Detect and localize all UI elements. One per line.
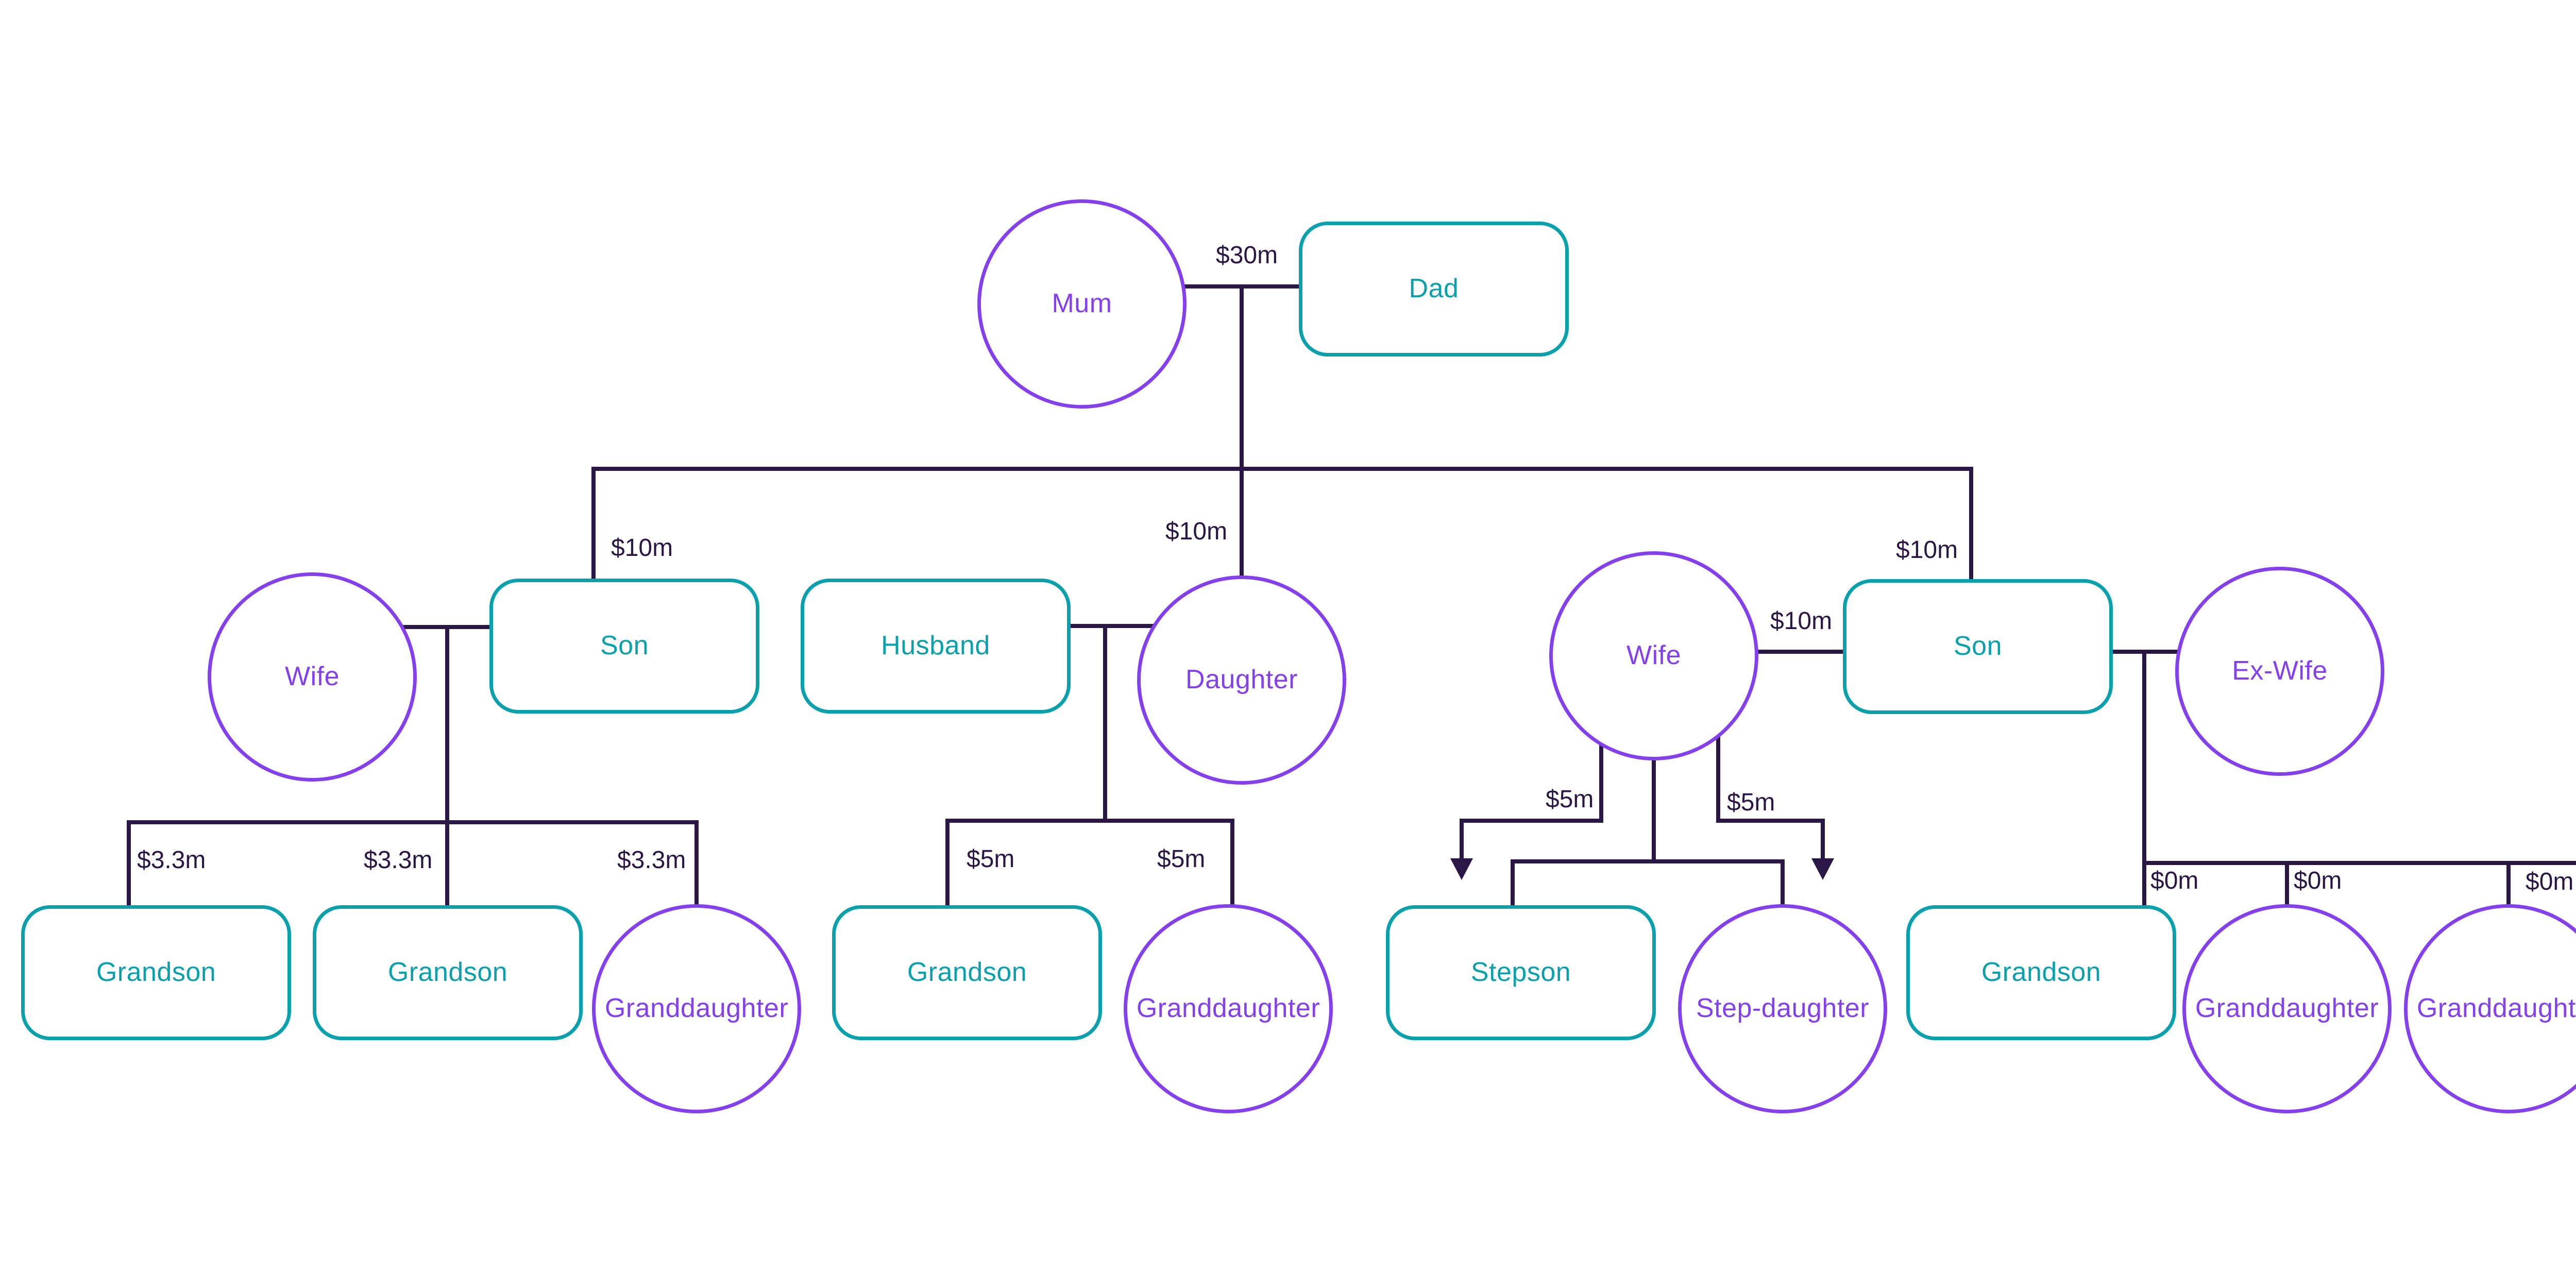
node-stepdaughter: Step-daughter	[1678, 904, 1887, 1113]
stepson-arrow-down-icon	[1450, 858, 1473, 880]
edge-sibling-rail	[591, 467, 1973, 581]
amount-stepson-gift: $5m	[1546, 786, 1594, 813]
node-dad-label: Dad	[1409, 274, 1459, 304]
node-grandson-r1-label: Grandson	[1981, 957, 2102, 988]
amount-left-grandchild-1: $3.3m	[137, 846, 206, 874]
edge-stepdaughter-gift	[1716, 721, 1825, 860]
node-granddaughter-l-label: Granddaughter	[604, 993, 789, 1024]
node-ex-wife-label: Ex-Wife	[2232, 656, 2328, 686]
amount-estate: $30m	[1216, 242, 1278, 269]
edge-left-children	[127, 627, 699, 907]
stepdaughter-arrow-down-icon	[1811, 858, 1834, 880]
edge-stepson-gift	[1460, 721, 1603, 860]
edge-right-children	[2142, 652, 2576, 907]
node-dad: Dad	[1299, 222, 1569, 357]
node-granddaughter-r2: Granddaughter	[2404, 904, 2576, 1113]
node-grandson-l1-label: Grandson	[96, 957, 216, 988]
node-daughter: Daughter	[1137, 575, 1346, 785]
node-son-right: Son	[1843, 579, 2113, 714]
amount-right-grandchild-3: $0m	[2526, 868, 2574, 895]
amount-son-left-share: $10m	[611, 534, 673, 562]
node-granddaughter-m-label: Granddaughter	[1136, 993, 1320, 1024]
node-husband: Husband	[801, 579, 1071, 714]
node-daughter-label: Daughter	[1185, 665, 1298, 695]
node-wife-right: Wife	[1549, 551, 1758, 760]
amount-left-grandchild-3: $3.3m	[617, 846, 686, 874]
node-granddaughter-r2-label: Granddaughter	[2416, 993, 2576, 1024]
node-wife-right-label: Wife	[1626, 640, 1681, 671]
node-granddaughter-m: Granddaughter	[1124, 904, 1333, 1113]
node-grandson-m-label: Grandson	[907, 957, 1027, 988]
node-granddaughter-r1: Granddaughter	[2182, 904, 2392, 1113]
node-stepdaughter-label: Step-daughter	[1696, 993, 1870, 1024]
amount-right-grandchild-1: $0m	[2150, 867, 2199, 894]
node-stepson: Stepson	[1386, 905, 1656, 1040]
node-ex-wife: Ex-Wife	[2175, 567, 2384, 776]
node-son-right-label: Son	[1953, 631, 2003, 662]
amount-son-right-share: $10m	[1896, 536, 1958, 564]
node-mum-label: Mum	[1052, 289, 1112, 319]
amount-mid-grandchild-1: $5m	[967, 845, 1015, 873]
node-son-left: Son	[489, 579, 759, 714]
edge-middle-children	[945, 626, 1234, 907]
amount-right-grandchild-2: $0m	[2294, 867, 2342, 894]
node-son-left-label: Son	[600, 631, 649, 661]
node-wife-left: Wife	[208, 572, 417, 782]
node-stepson-label: Stepson	[1470, 957, 1571, 988]
node-grandson-m: Grandson	[832, 905, 1102, 1040]
amount-wife-right-gift: $10m	[1770, 607, 1833, 635]
node-granddaughter-r1-label: Granddaughter	[2195, 993, 2379, 1024]
amount-left-grandchild-2: $3.3m	[364, 846, 433, 874]
node-husband-label: Husband	[881, 631, 990, 661]
amount-stepdaughter-gift: $5m	[1727, 789, 1775, 816]
node-grandson-r1: Grandson	[1906, 905, 2176, 1040]
node-grandson-l2: Grandson	[313, 905, 583, 1040]
amount-daughter-share: $10m	[1165, 518, 1228, 545]
amount-mid-grandchild-2: $5m	[1157, 845, 1206, 873]
node-grandson-l1: Grandson	[21, 905, 291, 1040]
node-granddaughter-l: Granddaughter	[592, 904, 801, 1113]
node-mum: Mum	[977, 199, 1187, 409]
node-wife-left-label: Wife	[285, 662, 340, 692]
node-grandson-l2-label: Grandson	[387, 957, 508, 988]
